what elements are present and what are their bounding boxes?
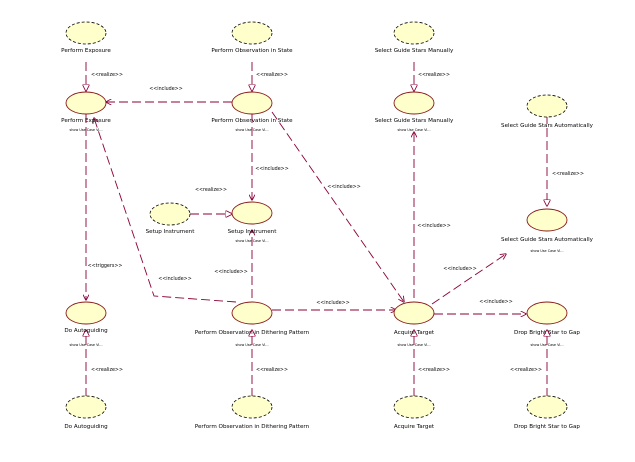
usecase-sublabel: show Use Case Vi... <box>530 343 563 347</box>
usecase-setup-instrument[interactable] <box>231 201 273 225</box>
include-label: <<include>> <box>149 86 182 92</box>
realize-label: <<realize>> <box>418 72 450 78</box>
usecase-sublabel: show Use Case Vi... <box>530 249 563 253</box>
usecase-realization-drop-bright-star-to-gap[interactable] <box>526 395 568 419</box>
include-label: <<include>> <box>417 223 450 229</box>
usecase-label: Setup Instrument <box>146 229 196 235</box>
usecase-label: Do Autoguiding <box>64 328 108 334</box>
relation-labels: <<realize>> <<realize>> <<realize>> <<re… <box>88 72 584 373</box>
usecase-sublabel: show Use Case Vi... <box>235 343 268 347</box>
usecase-label: Select Guide Stars Automatically <box>501 123 594 129</box>
realize-label: <<realize>> <box>510 367 542 373</box>
realization-usecases-top: Perform Exposure Perform Observation in … <box>61 21 594 235</box>
usecase-sublabel: show Use Case Vi... <box>69 343 102 347</box>
usecase-acquire-target[interactable] <box>393 301 435 325</box>
usecase-perform-exposure[interactable] <box>65 91 107 115</box>
usecase-sublabel: show Use Case Vi... <box>235 239 268 243</box>
usecase-realization-select-guide-stars-manually[interactable] <box>393 21 435 45</box>
include-label: <<include>> <box>214 269 247 275</box>
usecase-label: Perform Observation in Dithering Pattern <box>195 424 310 430</box>
usecase-realization-setup-instrument[interactable] <box>149 202 191 226</box>
realize-label: <<realize>> <box>91 72 123 78</box>
realize-label: <<realize>> <box>195 187 227 193</box>
usecase-label: Perform Observation in State <box>211 48 293 54</box>
usecase-label: Perform Exposure <box>61 118 111 124</box>
usecase-realization-acquire-target[interactable] <box>393 395 435 419</box>
include-label: <<include>> <box>327 184 360 190</box>
usecase-label: Select Guide Stars Manually <box>375 48 454 54</box>
include-edge-acquire-to-auto <box>431 254 506 305</box>
usecase-label: Perform Observation in State <box>211 118 293 124</box>
usecase-realization-perform-observation-in-state[interactable] <box>231 21 273 45</box>
usecase-label: Perform Observation in Dithering Pattern <box>195 330 310 336</box>
include-label: <<include>> <box>255 166 288 172</box>
business-usecases: Perform Exposure show Use Case Vi... Per… <box>61 91 594 347</box>
include-label: <<include>> <box>316 300 349 306</box>
usecase-label: Do Autoguiding <box>64 424 108 430</box>
usecase-do-autoguiding[interactable] <box>65 301 107 325</box>
usecase-sublabel: show Use Case Vi... <box>397 343 430 347</box>
include-label: <<include>> <box>158 276 191 282</box>
usecase-label: Drop Bright Star to Gap <box>514 330 580 336</box>
usecase-sublabel: show Use Case Vi... <box>235 128 268 132</box>
usecase-label: Setup Instrument <box>228 229 278 235</box>
realize-label: <<realize>> <box>256 367 288 373</box>
realize-label: <<realize>> <box>91 367 123 373</box>
usecase-drop-bright-star-to-gap[interactable] <box>526 301 568 325</box>
include-label: <<include>> <box>443 266 476 272</box>
usecase-realization-select-guide-stars-automatically[interactable] <box>526 94 568 118</box>
realize-label: <<realize>> <box>418 367 450 373</box>
usecase-label: Acquire Target <box>394 330 435 336</box>
usecase-label: Select Guide Stars Automatically <box>501 237 594 243</box>
triggers-label: <<triggers>> <box>88 263 123 269</box>
usecase-label: Drop Bright Star to Gap <box>514 424 580 430</box>
include-edge-observation-to-acquire <box>271 111 404 302</box>
usecase-realization-do-autoguiding[interactable] <box>65 395 107 419</box>
usecase-label: Acquire Target <box>394 424 435 430</box>
usecase-sublabel: show Use Case Vi... <box>397 128 430 132</box>
realization-usecases-bottom: Do Autoguiding Perform Observation in Di… <box>64 395 580 430</box>
usecase-realization-perform-observation-in-dithering-pattern[interactable] <box>231 395 273 419</box>
usecase-label: Perform Exposure <box>61 48 111 54</box>
usecase-realization-perform-exposure[interactable] <box>65 21 107 45</box>
usecase-select-guide-stars-manually[interactable] <box>393 91 435 115</box>
usecase-perform-observation-in-state[interactable] <box>231 91 273 115</box>
include-edge-dither-to-exposure <box>94 118 237 303</box>
usecase-label: Select Guide Stars Manually <box>375 118 454 124</box>
realize-label: <<realize>> <box>552 171 584 177</box>
usecase-sublabel: show Use Case Vi... <box>69 128 102 132</box>
relations <box>86 62 547 397</box>
include-label: <<include>> <box>479 299 512 305</box>
realize-label: <<realize>> <box>256 72 288 78</box>
usecase-select-guide-stars-automatically[interactable] <box>526 208 568 232</box>
usecase-perform-observation-in-dithering-pattern[interactable] <box>231 301 273 325</box>
